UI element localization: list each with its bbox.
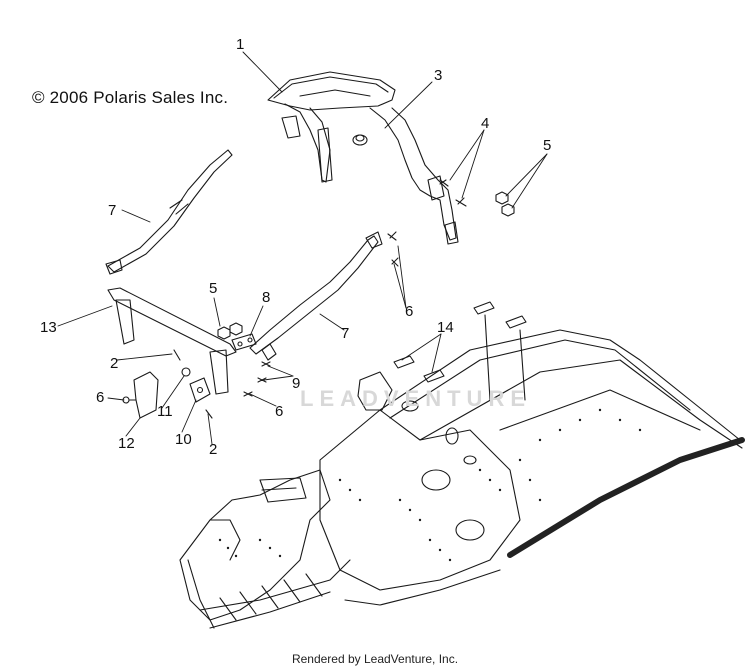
copyright-text: © 2006 Polaris Sales Inc. [32, 88, 229, 107]
callout-6-lower: 6 [275, 403, 284, 420]
callout-14: 14 [437, 319, 454, 336]
bushing-part-3 [352, 134, 368, 146]
callout-6-top: 6 [405, 303, 414, 320]
callout-2-upper: 2 [110, 355, 119, 372]
pin-part-2 [173, 349, 213, 419]
washer-part-11 [181, 367, 191, 377]
tube-part-7-right [249, 231, 383, 361]
cross-bracket-part-13 [107, 287, 237, 395]
steering-hoop-part-1 [267, 71, 459, 245]
callout-13: 13 [40, 319, 57, 336]
callout-2-lower: 2 [209, 441, 218, 458]
footer-credit: Rendered by LeadVenture, Inc. [291, 652, 459, 666]
chassis-frame [179, 314, 745, 629]
bolt-part-9 [257, 361, 271, 383]
bracket-part-8 [231, 333, 257, 351]
callout-1: 1 [236, 36, 245, 53]
plate-part-10 [189, 377, 211, 403]
callout-5-lower: 5 [209, 280, 218, 297]
callout-9: 9 [292, 375, 301, 392]
bolt-part-4 [439, 179, 467, 207]
leader-lines [57, 51, 548, 445]
callout-6-left: 6 [96, 389, 105, 406]
watermark: LEADVENTURE [300, 386, 532, 411]
nut-part-5-upper [495, 191, 515, 217]
callout-5-upper: 5 [543, 137, 552, 154]
callout-7-left: 7 [108, 202, 117, 219]
callout-3: 3 [434, 67, 443, 84]
bolt-part-6-top [387, 231, 399, 267]
callout-7-right: 7 [341, 325, 350, 342]
callout-4: 4 [481, 115, 490, 132]
callout-10: 10 [175, 431, 192, 448]
nut-part-5-lower [217, 322, 243, 340]
callout-12: 12 [118, 435, 135, 452]
callout-11: 11 [157, 403, 173, 420]
callout-8: 8 [262, 289, 271, 306]
bolt-part-6-lower [122, 391, 253, 404]
tube-part-7-left [105, 149, 233, 275]
bracket-part-12 [133, 371, 159, 419]
